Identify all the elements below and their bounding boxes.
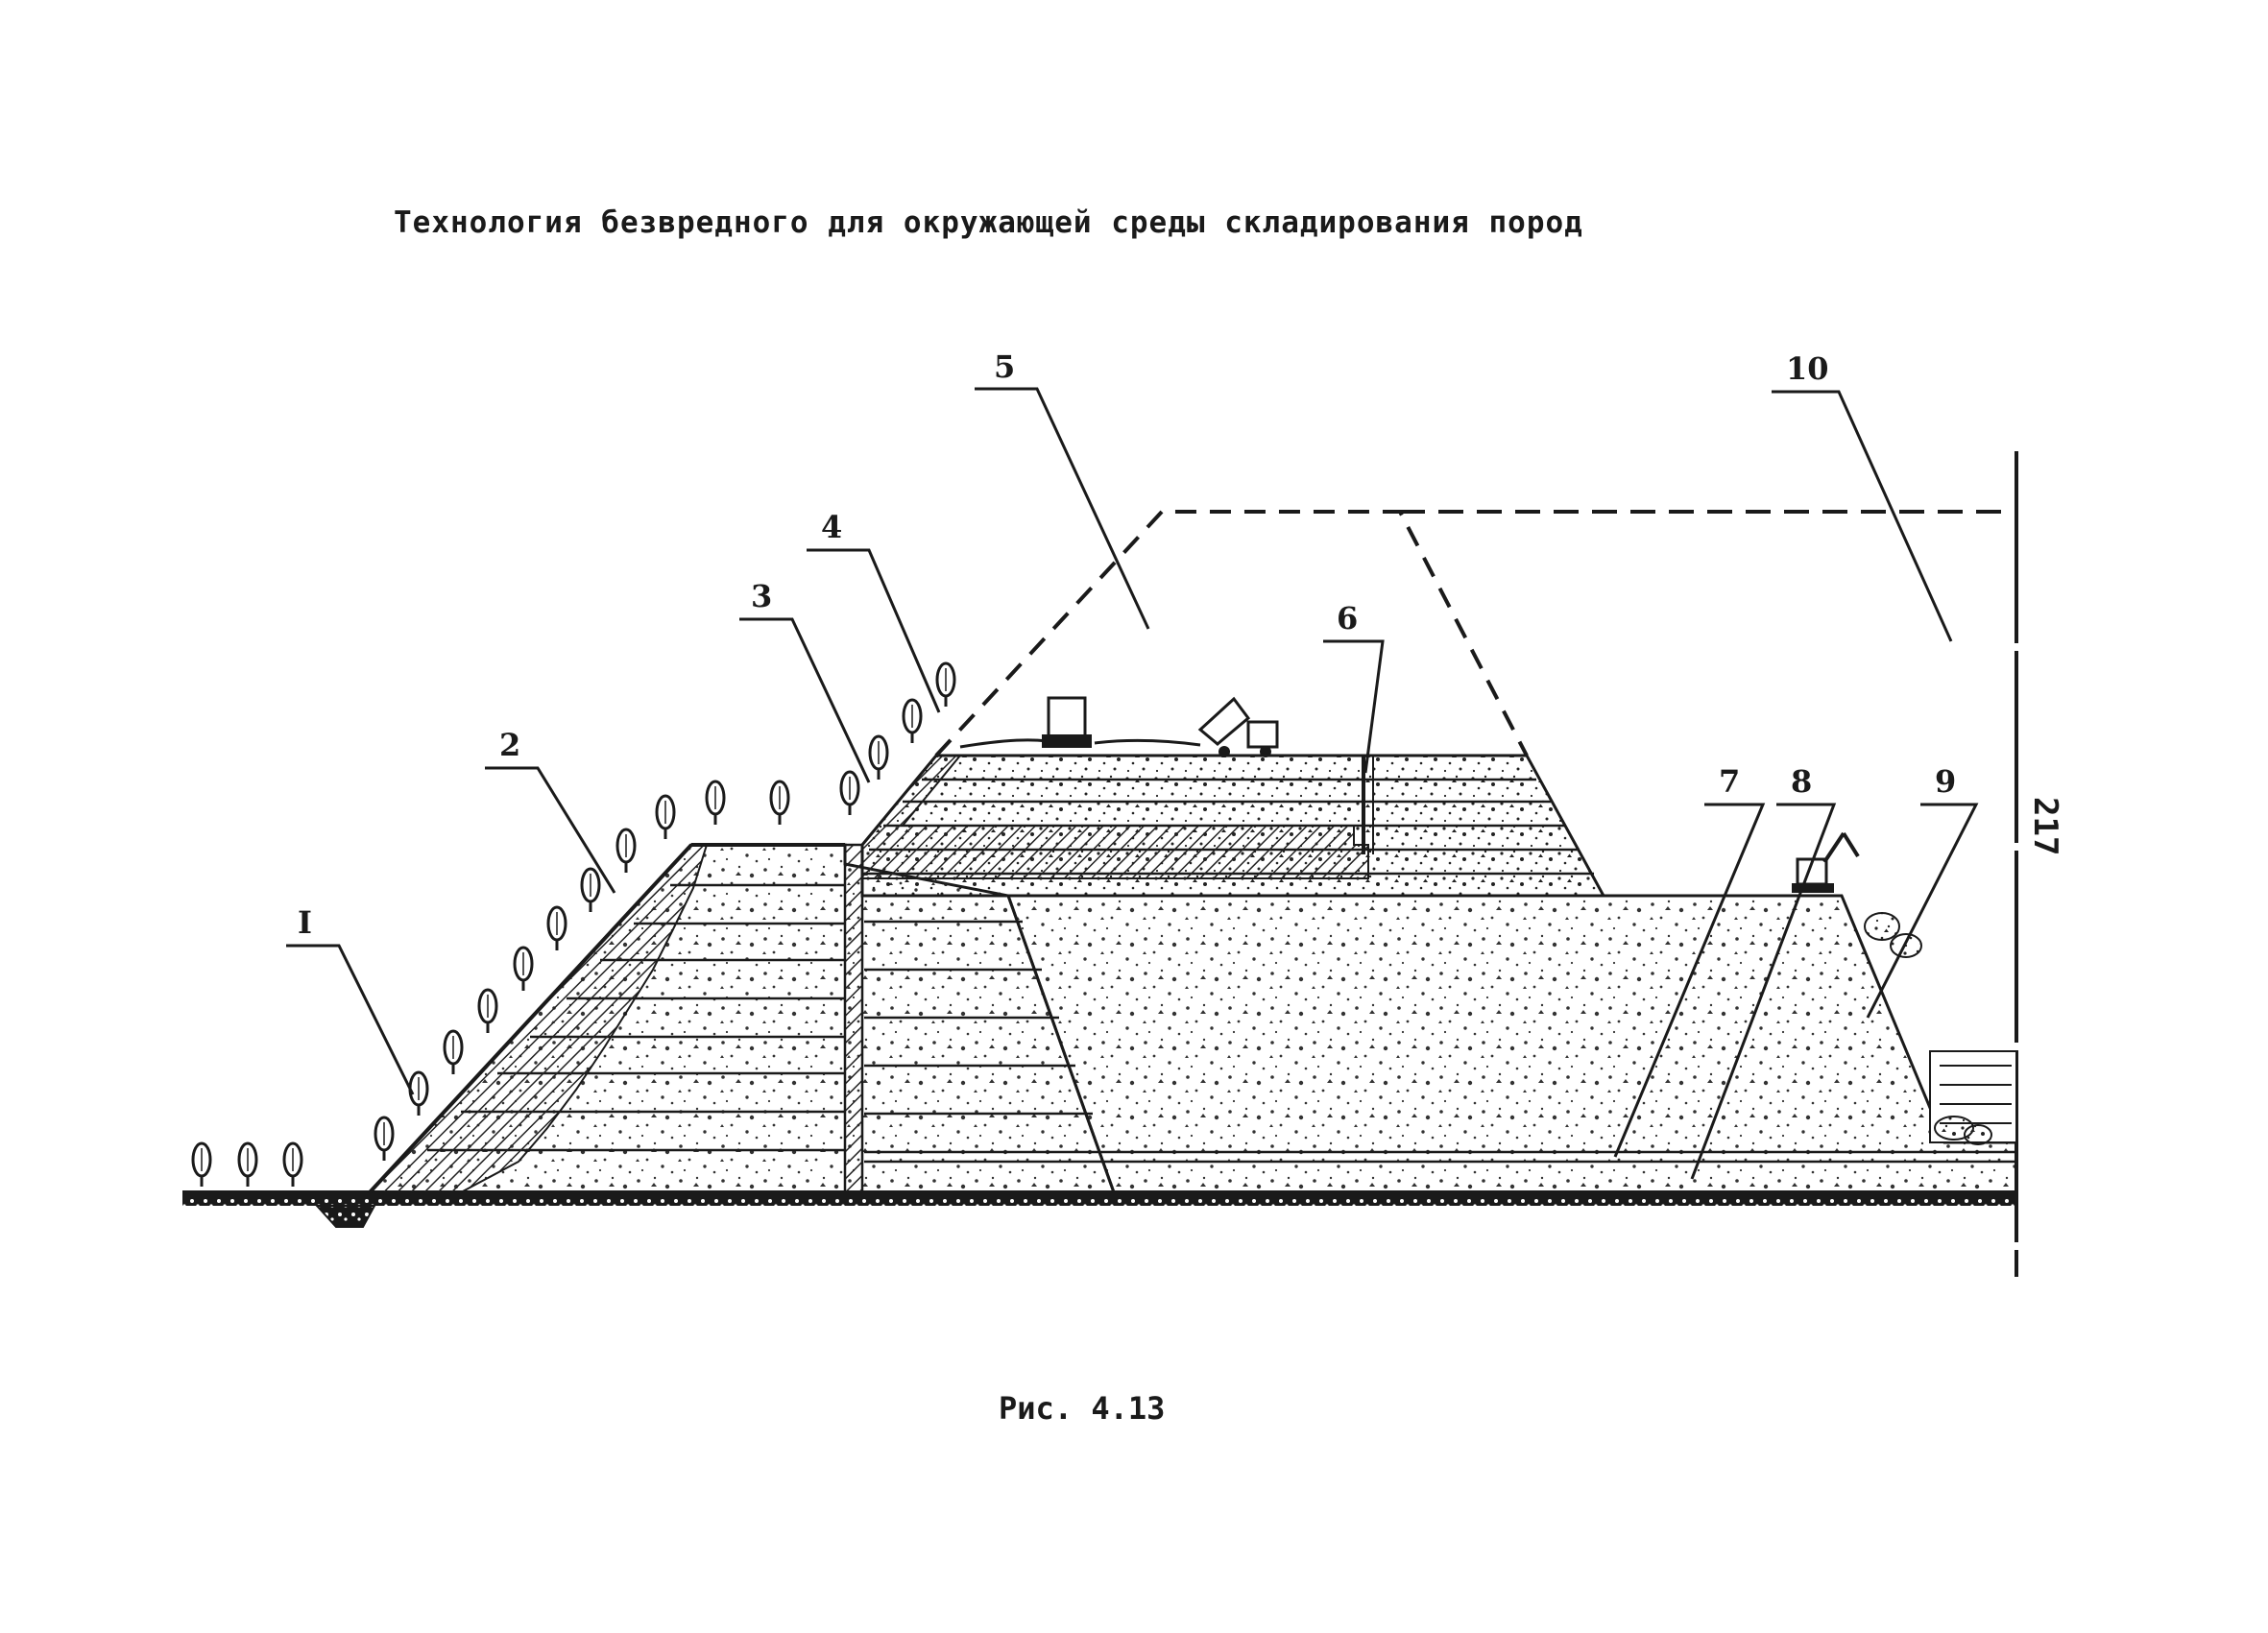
leader-6 (1323, 639, 1385, 774)
leader-lines (286, 387, 1979, 1180)
fill-body-right (1005, 894, 2018, 1194)
slope-protection-upper (861, 755, 1369, 879)
leader-3 (739, 617, 871, 783)
page-number: 217 (2026, 797, 2064, 856)
callout-5: 5 (994, 348, 1015, 385)
callout-3: 3 (751, 578, 772, 614)
callout-2: 2 (499, 727, 520, 763)
callout-6: 6 (1337, 600, 1358, 636)
vertical-screen (843, 843, 864, 1194)
leader-10 (1772, 390, 1953, 642)
excavator-icon (1792, 831, 1860, 893)
callout-4: 4 (821, 509, 842, 545)
final-contour-dashed (934, 510, 1529, 757)
callout-8: 8 (1791, 763, 1812, 800)
leader-8 (1690, 803, 1837, 1180)
rubble-pile (1864, 912, 1992, 1145)
ground-surface (182, 1192, 2016, 1206)
callout-9: 9 (1935, 763, 1956, 800)
bulldozer-icon (1042, 696, 1092, 748)
leader-1 (286, 944, 415, 1095)
callout-1: I (298, 904, 312, 941)
leader-2 (485, 766, 616, 894)
drainage-ditch (314, 1205, 376, 1228)
callout-10: 10 (1786, 350, 1829, 387)
callout-7: 7 (1719, 763, 1740, 800)
dump-truck-icon (1197, 696, 1279, 757)
figure-caption: Рис. 4.13 (999, 1390, 1166, 1427)
leader-9 (1866, 803, 1979, 1019)
document-title: Технология безвредного для окружающей ср… (394, 205, 1583, 240)
leader-7 (1613, 803, 1766, 1158)
leader-4 (807, 548, 941, 713)
leader-5 (975, 387, 1150, 630)
